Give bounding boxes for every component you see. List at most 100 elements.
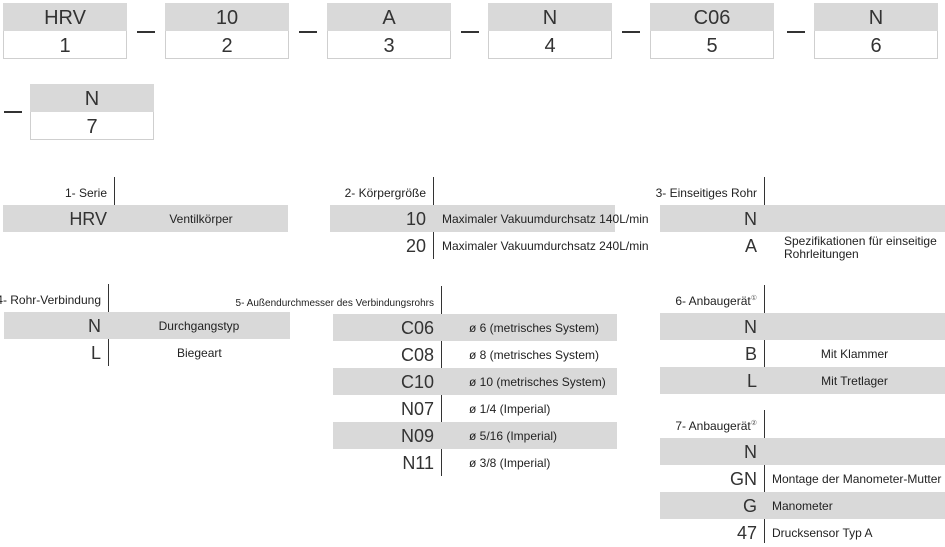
option-code: N (744, 209, 757, 229)
code-value: A (327, 3, 451, 31)
code-box-3: A 3 (327, 3, 451, 59)
table-row: 10 Maximaler Vakuumdurchsatz 140L/min (330, 205, 649, 232)
table-row: B Mit Klammer (660, 340, 945, 367)
option-code: 20 (405, 236, 426, 256)
option-desc-line1: Spezifikationen für einseitige (784, 234, 937, 248)
code-box-4: N 4 (488, 3, 612, 59)
option-code: G (742, 496, 757, 516)
code-index: 4 (488, 31, 612, 59)
option-code: A (744, 236, 757, 256)
code-value: C06 (650, 3, 774, 31)
option-desc: ø 1/4 (Imperial) (469, 402, 551, 416)
code-value: N (814, 3, 938, 31)
code-value: N (488, 3, 612, 31)
option-code: N09 (400, 426, 434, 446)
option-code: L (746, 371, 757, 391)
option-code: 10 (405, 209, 426, 229)
option-desc: Maximaler Vakuumdurchsatz 240L/min (442, 239, 649, 253)
table-title: 3- Einseitiges Rohr (655, 186, 757, 200)
option-desc: Drucksensor Typ A (772, 526, 873, 540)
dash-separator (622, 31, 640, 33)
table-title: 1- Serie (64, 186, 107, 200)
table-divider (764, 177, 765, 232)
option-desc: Spezifikationen für einseitige Rohrleitu… (784, 235, 937, 261)
option-code: C06 (400, 318, 434, 338)
code-value: HRV (3, 3, 127, 31)
table-row: G Manometer (660, 492, 945, 519)
option-desc-line2: Rohrleitungen (784, 247, 859, 261)
code-value: N (30, 84, 154, 112)
table-title: 5- Außendurchmesser des Verbindungsrohrs (235, 298, 434, 309)
table-title: 2- Körpergröße (344, 186, 426, 200)
option-desc: ø 8 (metrisches System) (469, 348, 600, 362)
table-row: HRV Ventilkörper (3, 205, 288, 232)
table-row: C10 ø 10 (metrisches System) (333, 368, 617, 395)
table-koerpergroesse: 2- Körpergröße 10 Maximaler Vakuumdurchs… (330, 177, 649, 259)
footnote-mark: ① (750, 295, 757, 302)
dash-separator (299, 31, 317, 33)
table-row: N09 ø 5/16 (Imperial) (333, 422, 617, 449)
table-einseitiges-rohr: 3- Einseitiges Rohr N A Spezifikationen … (656, 177, 945, 261)
table-row: C06 ø 6 (metrisches System) (333, 314, 617, 341)
option-code: 47 (736, 523, 757, 543)
option-desc: ø 5/16 (Imperial) (469, 429, 558, 443)
table-title: 4- Rohr-Verbindung (0, 293, 101, 307)
code-box-5: C06 5 (650, 3, 774, 59)
table-row: N Durchgangstyp (4, 312, 290, 339)
code-index: 6 (814, 31, 938, 59)
option-code: C08 (400, 345, 434, 365)
option-desc: Durchgangstyp (158, 319, 240, 333)
option-code: B (744, 344, 757, 364)
table-title: 7- Anbaugerät (675, 419, 751, 433)
table-row: N11 ø 3/8 (Imperial) (333, 449, 617, 476)
table-row: A Spezifikationen für einseitige Rohrlei… (660, 232, 945, 261)
code-index: 2 (165, 31, 289, 59)
footnote-mark: ② (750, 420, 757, 427)
table-divider (764, 410, 765, 543)
table-row: N (660, 205, 945, 232)
code-box-2: 10 2 (165, 3, 289, 59)
dash-separator (4, 111, 22, 113)
option-code: N (744, 317, 757, 337)
table-anbaugeraet-1: 6- Anbaugerät① N B Mit Klammer L Mit Tre… (660, 285, 945, 394)
dash-separator (461, 31, 479, 33)
code-index: 5 (650, 31, 774, 59)
option-desc: ø 3/8 (Imperial) (469, 456, 551, 470)
table-anbaugeraet-2: 7- Anbaugerät② N GN Montage der Manomete… (660, 410, 945, 546)
code-index: 3 (327, 31, 451, 59)
dash-separator (787, 31, 805, 33)
table-row: 47 Drucksensor Typ A (660, 519, 945, 546)
table-row: L Biegeart (4, 339, 290, 366)
table-row: L Mit Tretlager (660, 367, 945, 394)
table-rohr-verbindung: 4- Rohr-Verbindung N Durchgangstyp L Bie… (0, 284, 290, 366)
table-row: GN Montage der Manometer-Mutter (660, 465, 945, 492)
code-value: 10 (165, 3, 289, 31)
table-row: N (660, 438, 945, 465)
table-row: N (660, 313, 945, 340)
option-desc: Manometer (772, 499, 833, 513)
code-box-7: N 7 (30, 84, 154, 140)
table-title: 6- Anbaugerät (675, 294, 751, 308)
table-row: 20 Maximaler Vakuumdurchsatz 240L/min (330, 232, 649, 259)
table-row: C08 ø 8 (metrisches System) (333, 341, 617, 368)
option-code: N07 (400, 399, 434, 419)
option-desc: Ventilkörper (169, 212, 233, 226)
table-row: N07 ø 1/4 (Imperial) (333, 395, 617, 422)
table-serie: 1- Serie HRV Ventilkörper (3, 177, 288, 232)
option-code: C10 (400, 372, 434, 392)
code-box-1: HRV 1 (3, 3, 127, 59)
option-code: HRV (69, 209, 107, 229)
option-desc: Montage der Manometer-Mutter (772, 472, 942, 486)
option-code: N11 (402, 453, 434, 473)
code-box-6: N 6 (814, 3, 938, 59)
option-code: L (90, 343, 101, 363)
code-index: 1 (3, 31, 127, 59)
table-aussendurchmesser: 5- Außendurchmesser des Verbindungsrohrs… (236, 286, 617, 476)
option-code: GN (730, 469, 757, 489)
dash-separator (137, 31, 155, 33)
option-desc: ø 10 (metrisches System) (469, 375, 606, 389)
option-desc: Mit Tretlager (821, 374, 888, 388)
table-divider (114, 177, 115, 232)
option-desc: Mit Klammer (820, 347, 889, 361)
code-index: 7 (30, 112, 154, 140)
